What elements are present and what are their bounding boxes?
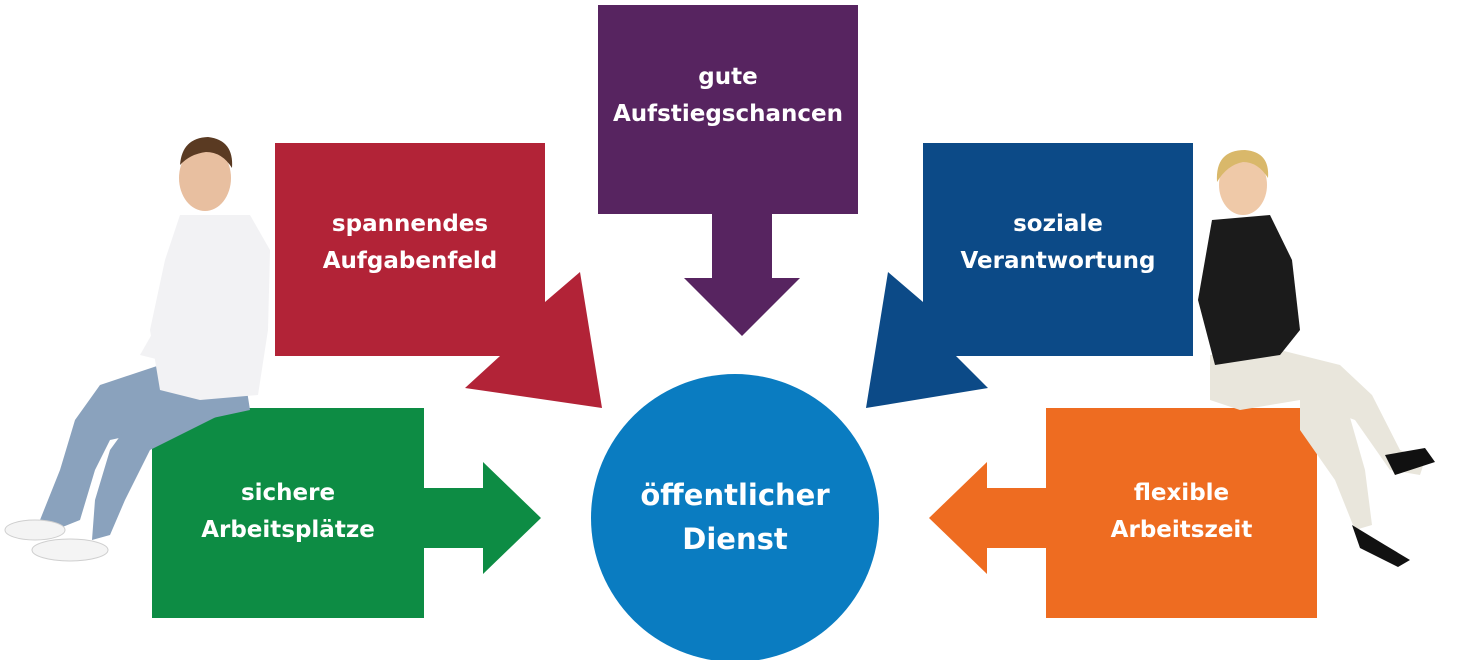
- aufgabenfeld-label: spannendes Aufgabenfeld: [275, 206, 545, 280]
- arbeitsplaetze-box: [152, 408, 541, 618]
- aufgabenfeld-box: [275, 143, 602, 408]
- oeffentlicher-dienst-circle: [591, 374, 879, 660]
- arbeitsplaetze-label: sichere Arbeitsplätze: [152, 475, 424, 549]
- arbeitszeit-label: flexible Arbeitszeit: [1046, 475, 1317, 549]
- aufstiegschancen-line1: gute: [698, 64, 758, 90]
- arbeitszeit-line2: Arbeitszeit: [1110, 517, 1253, 543]
- aufstiegschancen-line2: Aufstiegschancen: [612, 101, 843, 127]
- aufgabenfeld-line1: spannendes: [331, 211, 489, 237]
- arbeitsplaetze-line1: sichere: [240, 480, 336, 506]
- arbeitsplaetze-line2: Arbeitsplätze: [201, 517, 375, 543]
- verantwortung-box: [866, 143, 1193, 408]
- man-photo: [4, 137, 270, 562]
- verantwortung-line2: Verantwortung: [960, 248, 1156, 274]
- arbeitszeit-box: [929, 408, 1317, 618]
- verantwortung-line1: soziale: [1013, 211, 1103, 237]
- aufstiegschancen-box: [598, 5, 858, 336]
- arbeitszeit-line1: flexible: [1133, 480, 1230, 506]
- oeffentlicher-dienst-label: öffentlicher Dienst: [591, 473, 879, 561]
- aufgabenfeld-line2: Aufgabenfeld: [322, 248, 498, 274]
- aufstiegschancen-label: gute Aufstiegschancen: [598, 59, 858, 133]
- verantwortung-label: soziale Verantwortung: [923, 206, 1193, 280]
- center-line1: öffentlicher: [640, 478, 830, 512]
- center-line2: Dienst: [682, 522, 788, 556]
- woman-photo: [1198, 150, 1435, 567]
